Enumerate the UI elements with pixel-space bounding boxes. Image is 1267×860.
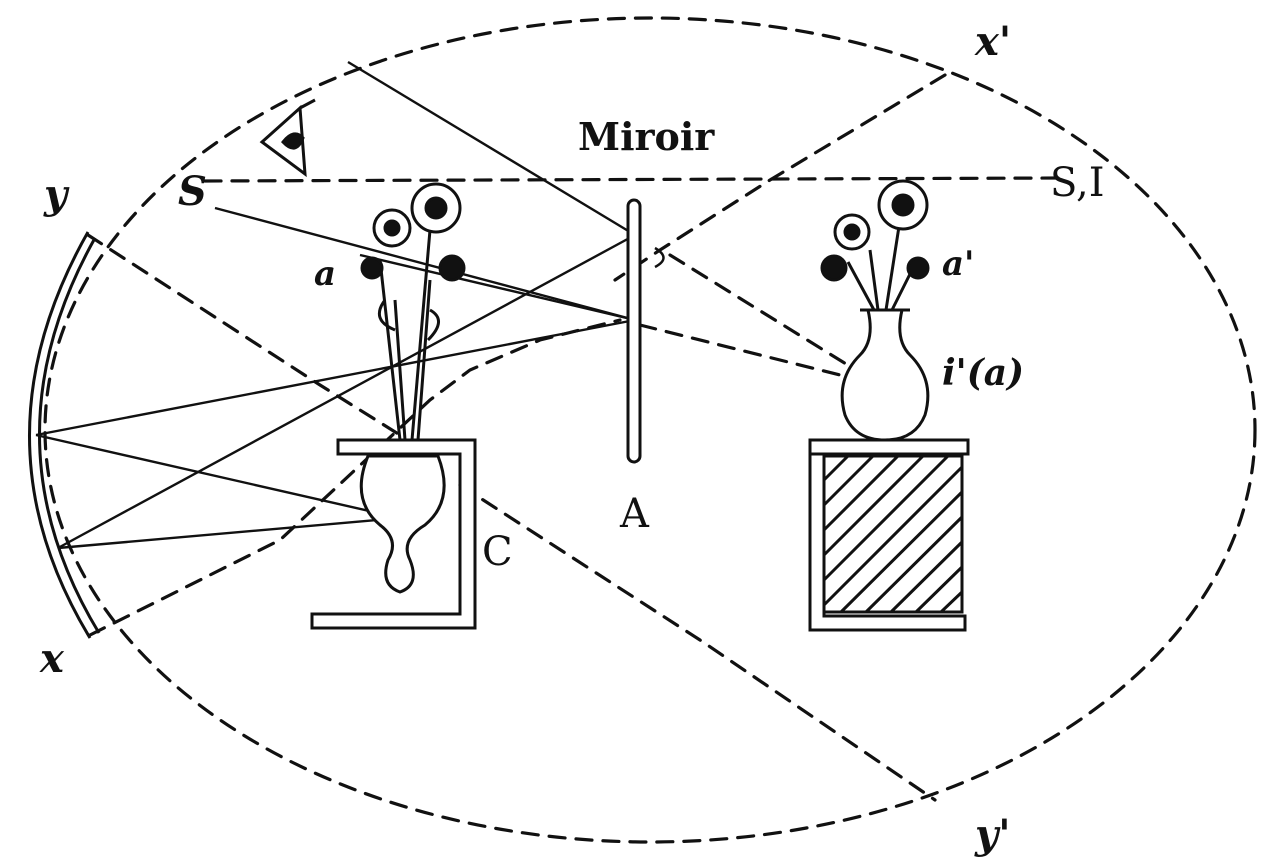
cone-image-ray (638, 323, 882, 387)
label-A: A (619, 491, 650, 537)
label-x: x (39, 635, 65, 682)
stand-icon (310, 438, 477, 630)
plane-mirror (626, 198, 642, 464)
label-a-object: a (314, 254, 336, 294)
label-i-a: i'(a) (942, 352, 1024, 394)
cone-x-to-a (88, 318, 622, 637)
label-s-i: S,I (1050, 160, 1105, 206)
vase-icon (359, 454, 446, 594)
eye-icon (259, 98, 316, 178)
cone-y-to-a (86, 233, 402, 437)
label-miroir: Miroir (578, 114, 715, 159)
image-stand (808, 438, 970, 632)
cone-image-ray-2 (668, 253, 882, 387)
field-ellipse (43, 16, 1257, 844)
light-rays (35, 60, 636, 550)
cone-lower-y-prime (458, 483, 937, 802)
concave-mirror (28, 231, 92, 639)
label-y: y (43, 171, 70, 218)
mirror-mark (654, 246, 665, 269)
image-vase (840, 308, 930, 442)
label-C: C (482, 529, 513, 575)
axis-line (203, 176, 1062, 183)
bouquet-icon (360, 182, 466, 441)
label-s: S (178, 168, 207, 215)
label-a-image: a' (942, 244, 974, 284)
label-y-prime: y' (974, 811, 1011, 858)
image-bouquet (820, 179, 930, 311)
label-x-prime: x' (974, 18, 1011, 65)
